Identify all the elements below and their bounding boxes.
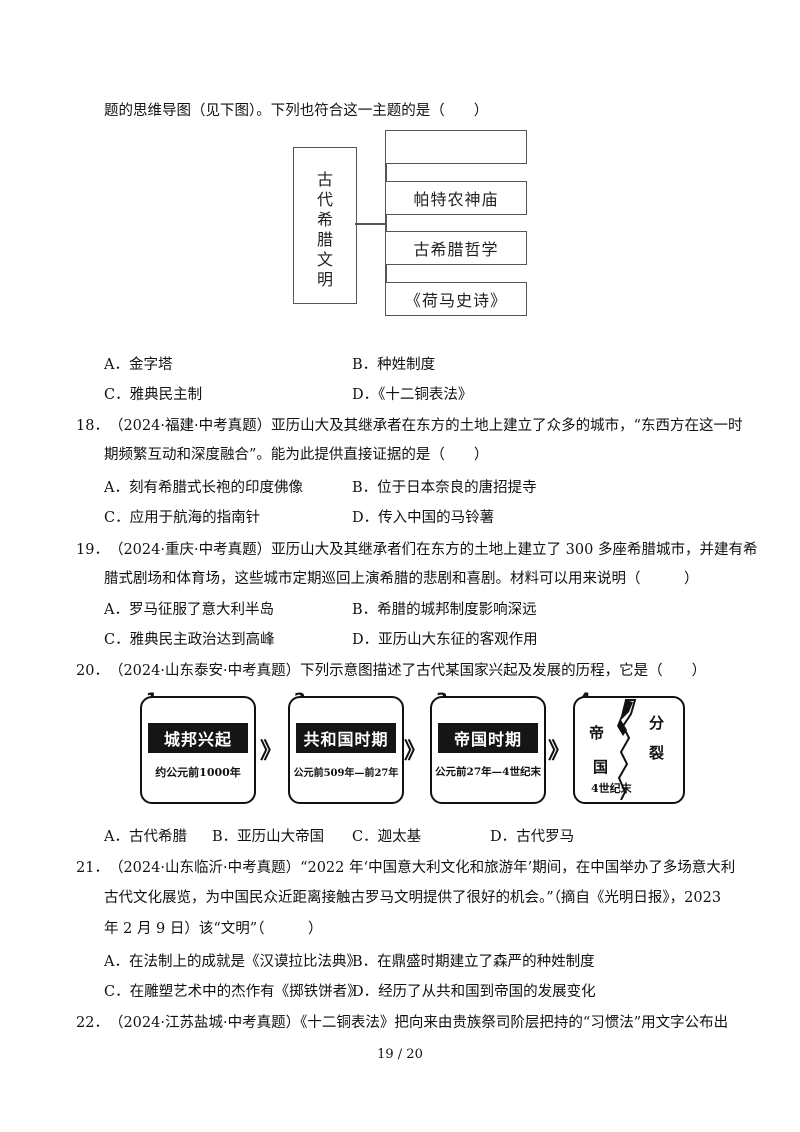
- timeline-card-date: 公元前509年—前27年: [293, 768, 399, 779]
- q19-option-b: B．希腊的城邦制度影响深远: [352, 602, 537, 618]
- q20-option-b: B．亚历山大帝国: [212, 829, 325, 845]
- mindmap-root-text: 古代希腊文明: [316, 170, 333, 289]
- q18-option-a: A．刻有希腊式长袍的印度佛像: [104, 480, 303, 496]
- q21-option-d: D．经历了从共和国到帝国的发展变化: [352, 984, 596, 1000]
- q22-line1: 22．（2024·江苏盐城·中考真题）《十二铜表法》把向来由贵族祭司阶层把持的“…: [76, 1011, 728, 1032]
- q21-line2: 古代文化展览，为中国民众近距离接触古罗马文明提供了很好的机会。”（摘自《光明日报…: [104, 890, 722, 906]
- timeline-card-republic: 共和国时期 公元前509年—前27年: [288, 696, 404, 804]
- q18-line2: 期频繁互动和深度融合”。能为此提供直接证据的是（ ）: [104, 447, 489, 463]
- q20-line1: 20．（2024·山东泰安·中考真题）下列示意图描述了古代某国家兴起及发展的历程…: [76, 659, 706, 680]
- q18-line1: 18．（2024·福建·中考真题）亚历山大及其继承者在东方的土地上建立了众多的城…: [76, 414, 742, 435]
- timeline-card-date: 公元前27年—4世纪末: [435, 766, 541, 778]
- q19-number: 19．: [76, 542, 109, 558]
- timeline-card-city-states: 城邦兴起 约公元前1000年: [140, 696, 256, 804]
- timeline-char: 分: [649, 714, 665, 732]
- q20-option-d: D．古代罗马: [490, 829, 575, 845]
- timeline-card-date: 约公元前1000年: [155, 766, 241, 779]
- mindmap-root-box: 古代希腊文明: [293, 147, 357, 304]
- mindmap-connector: [355, 223, 385, 225]
- mindmap-branch-parthenon: 帕特农神庙: [385, 181, 527, 215]
- timeline-card-date: 4世纪末: [591, 782, 632, 795]
- timeline-char: 国: [593, 758, 609, 776]
- crack-icon: [617, 699, 637, 800]
- q21-line1: 21．（2024·山东临沂·中考真题）“2022 年‘中国意大利文化和旅游年’期…: [76, 856, 735, 877]
- mindmap-branch-philosophy: 古希腊哲学: [385, 231, 527, 265]
- timeline-card-division: 帝 国 分 裂 4世纪末: [573, 696, 685, 804]
- page-number: 19 / 20: [377, 1047, 423, 1062]
- q21-option-a: A．在法制上的成就是《汉谟拉比法典》: [104, 954, 361, 970]
- q19-line1: 19．（2024·重庆·中考真题）亚历山大及其继承者们在东方的土地上建立了 30…: [76, 538, 757, 559]
- q20-option-c: C．迦太基: [352, 829, 422, 845]
- mindmap-branch-empty: [385, 130, 527, 164]
- timeline-char: 裂: [649, 744, 665, 762]
- timeline-card-empire: 帝国时期 公元前27年—4世纪末: [430, 696, 546, 804]
- q17-option-d: D．《十二铜表法》: [352, 387, 473, 403]
- q18-option-c: C．应用于航海的指南针: [104, 510, 261, 526]
- timeline-arrow: 》: [260, 739, 283, 764]
- q19-option-c: C．雅典民主政治达到高峰: [104, 632, 275, 648]
- q17-stem-tail: 题的思维导图（见下图）。下列也符合这一主题的是（ ）: [104, 103, 489, 119]
- q22-number: 22．: [76, 1015, 109, 1031]
- timeline-card-label: 共和国时期: [296, 723, 396, 753]
- timeline-arrow: 》: [548, 739, 571, 764]
- q21-option-b: B．在鼎盛时期建立了森严的种姓制度: [352, 954, 595, 970]
- q20-number: 20．: [76, 663, 109, 679]
- timeline-card-label: 帝国时期: [438, 723, 538, 753]
- mindmap-trunk: [385, 147, 387, 302]
- q18-option-d: D．传入中国的马铃薯: [352, 510, 495, 526]
- q19-line2: 腊式剧场和体育场，这些城市定期巡回上演希腊的悲剧和喜剧。材料可以用来说明（ ）: [104, 571, 699, 587]
- timeline-char: 帝: [589, 724, 605, 742]
- q21-line3: 年 2 月 9 日）该“文明”（ ）: [104, 921, 323, 937]
- q18-number: 18．: [76, 418, 109, 434]
- q20-option-a: A．古代希腊: [104, 829, 187, 845]
- q21-option-c: C．在雕塑艺术中的杰作有《掷铁饼者》: [104, 984, 362, 1000]
- mindmap-root-label: 古代希腊文明: [294, 170, 356, 290]
- timeline-card-label: 城邦兴起: [148, 723, 248, 753]
- q19-option-a: A．罗马征服了意大利半岛: [104, 602, 274, 618]
- timeline-arrow: 》: [404, 739, 427, 764]
- mindmap-branch-homer: 《荷马史诗》: [385, 282, 527, 316]
- q17-option-c: C．雅典民主制: [104, 387, 203, 403]
- q21-number: 21．: [76, 860, 109, 876]
- q18-option-b: B．位于日本奈良的唐招提寺: [352, 480, 537, 496]
- q17-option-a: A．金字塔: [104, 357, 173, 373]
- q19-option-d: D．亚历山大东征的客观作用: [352, 632, 538, 648]
- q17-option-b: B．种姓制度: [352, 357, 436, 373]
